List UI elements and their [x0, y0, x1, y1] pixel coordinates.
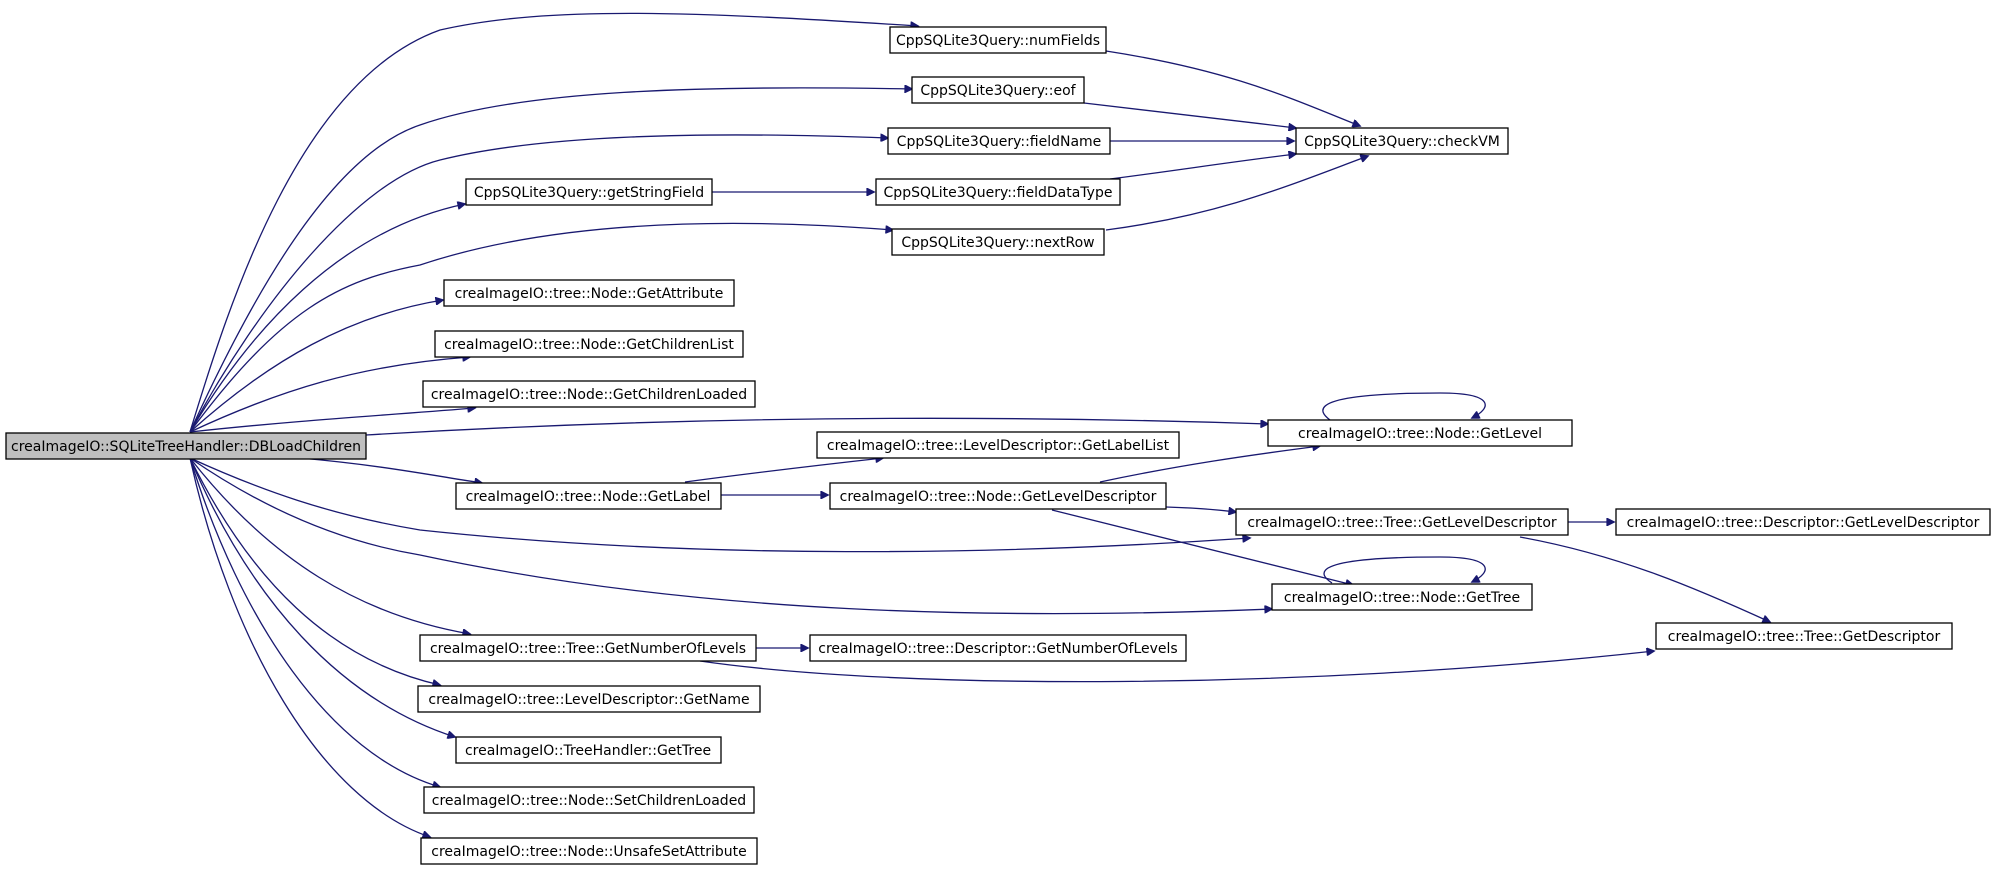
- node-getstringfield[interactable]: CppSQLite3Query::getStringField: [465, 178, 713, 206]
- edge-nodegetleveldescriptor-treegetleveldescriptor: [1165, 506, 1236, 512]
- node-numfields-label: CppSQLite3Query::numFields: [896, 33, 1100, 49]
- node-getlabel[interactable]: creaImageIO::tree::Node::GetLabel: [455, 482, 722, 510]
- node-descgetnumberoflevels-label: creaImageIO::tree::Descriptor::GetNumber…: [818, 641, 1177, 657]
- edge-root-eof: [189, 88, 912, 433]
- node-unsafesetattribute-label: creaImageIO::tree::Node::UnsafeSetAttrib…: [431, 844, 746, 860]
- edge-getlabel-getlabellist: [684, 458, 883, 483]
- node-checkvm[interactable]: CppSQLite3Query::checkVM: [1295, 127, 1509, 155]
- node-unsafesetattribute[interactable]: creaImageIO::tree::Node::UnsafeSetAttrib…: [420, 837, 758, 865]
- edge-root-getstringfield: [189, 204, 465, 433]
- edge-treegetnumberoflevels-getdescriptor: [699, 651, 1654, 683]
- node-setchildrenloaded-label: creaImageIO::tree::Node::SetChildrenLoad…: [432, 793, 746, 809]
- node-treegetleveldescriptor-label: creaImageIO::tree::Tree::GetLevelDescrip…: [1247, 515, 1557, 531]
- node-treegetnumberoflevels-label: creaImageIO::tree::Tree::GetNumberOfLeve…: [430, 641, 746, 657]
- edge-root-unsafesetattribute: [189, 457, 430, 837]
- node-nextrow-label: CppSQLite3Query::nextRow: [901, 235, 1094, 251]
- node-getchildrenloaded[interactable]: creaImageIO::tree::Node::GetChildrenLoad…: [422, 380, 756, 408]
- node-getname-label: creaImageIO::tree::LevelDescriptor::GetN…: [428, 692, 749, 708]
- edge-root-fieldname: [189, 135, 888, 433]
- node-fielddatatype-label: CppSQLite3Query::fieldDataType: [884, 185, 1113, 201]
- edge-root-gettree: [189, 457, 1272, 615]
- node-getlevel[interactable]: creaImageIO::tree::Node::GetLevel: [1267, 419, 1573, 447]
- node-getstringfield-label: CppSQLite3Query::getStringField: [474, 185, 704, 201]
- node-gettree[interactable]: creaImageIO::tree::Node::GetTree: [1271, 583, 1533, 611]
- node-nextrow[interactable]: CppSQLite3Query::nextRow: [891, 228, 1105, 256]
- edge-root-getlabel: [299, 457, 482, 483]
- nodes-layer: creaImageIO::SQLiteTreeHandler::DBLoadCh…: [5, 26, 1991, 865]
- node-nodegetleveldescriptor[interactable]: creaImageIO::tree::Node::GetLevelDescrip…: [829, 482, 1167, 510]
- node-descgetnumberoflevels[interactable]: creaImageIO::tree::Descriptor::GetNumber…: [809, 634, 1187, 662]
- node-getlabellist-label: creaImageIO::tree::LevelDescriptor::GetL…: [827, 438, 1170, 454]
- edge-root-getlevel: [365, 417, 1268, 436]
- node-treegetleveldescriptor[interactable]: creaImageIO::tree::Tree::GetLevelDescrip…: [1235, 508, 1569, 536]
- edge-root-numfields: [189, 12, 918, 433]
- node-eof-label: CppSQLite3Query::eof: [920, 83, 1076, 99]
- node-treegetnumberoflevels[interactable]: creaImageIO::tree::Tree::GetNumberOfLeve…: [419, 634, 757, 662]
- edge-root-setchildrenloaded: [189, 457, 440, 787]
- node-getdescriptor-label: creaImageIO::tree::Tree::GetDescriptor: [1668, 629, 1941, 645]
- node-treehandlergettree-label: creaImageIO::TreeHandler::GetTree: [465, 743, 711, 759]
- node-descgetleveldescriptor-label: creaImageIO::tree::Descriptor::GetLevelD…: [1627, 515, 1980, 531]
- node-root-label: creaImageIO::SQLiteTreeHandler::DBLoadCh…: [11, 439, 361, 455]
- edge-eof-checkvm: [1083, 102, 1296, 128]
- node-setchildrenloaded[interactable]: creaImageIO::tree::Node::SetChildrenLoad…: [423, 786, 755, 814]
- node-root[interactable]: creaImageIO::SQLiteTreeHandler::DBLoadCh…: [5, 432, 367, 460]
- node-getchildrenlist-label: creaImageIO::tree::Node::GetChildrenList: [444, 337, 734, 353]
- node-getchildrenlist[interactable]: creaImageIO::tree::Node::GetChildrenList: [434, 330, 744, 358]
- edge-gettree-self: [1323, 556, 1486, 584]
- node-nodegetleveldescriptor-label: creaImageIO::tree::Node::GetLevelDescrip…: [840, 489, 1157, 505]
- edge-root-treegetnumberoflevels: [189, 457, 470, 634]
- edge-root-getchildrenloaded: [189, 408, 475, 433]
- node-getlabellist[interactable]: creaImageIO::tree::LevelDescriptor::GetL…: [816, 431, 1180, 459]
- edge-numfields-checkvm: [1105, 50, 1360, 126]
- node-getattribute-label: creaImageIO::tree::Node::GetAttribute: [455, 286, 724, 302]
- node-getlabel-label: creaImageIO::tree::Node::GetLabel: [466, 489, 711, 505]
- edges-layer: [189, 12, 1770, 837]
- node-numfields[interactable]: CppSQLite3Query::numFields: [889, 26, 1107, 54]
- edge-root-treehandlergettree: [189, 457, 455, 737]
- edge-root-nextrow: [189, 222, 893, 433]
- edge-root-getname: [189, 457, 440, 685]
- node-getlevel-label: creaImageIO::tree::Node::GetLevel: [1298, 426, 1542, 442]
- edge-nodegetleveldescriptor-gettree: [1051, 509, 1353, 585]
- edge-fielddatatype-checkvm: [1109, 154, 1296, 180]
- edge-root-getattribute: [189, 300, 443, 433]
- edge-nodegetleveldescriptor-getlevel: [1099, 446, 1320, 483]
- edge-treegetleveldescriptor-getdescriptor: [1519, 536, 1770, 622]
- edge-getlevel-self: [1322, 392, 1486, 421]
- node-treehandlergettree[interactable]: creaImageIO::TreeHandler::GetTree: [455, 736, 722, 764]
- edge-root-treegetleveldescriptor: [189, 457, 1250, 553]
- node-getattribute[interactable]: creaImageIO::tree::Node::GetAttribute: [443, 279, 735, 307]
- node-descgetleveldescriptor[interactable]: creaImageIO::tree::Descriptor::GetLevelD…: [1615, 508, 1991, 536]
- node-getname[interactable]: creaImageIO::tree::LevelDescriptor::GetN…: [417, 685, 761, 713]
- node-fieldname-label: CppSQLite3Query::fieldName: [897, 134, 1102, 150]
- node-gettree-label: creaImageIO::tree::Node::GetTree: [1284, 590, 1520, 606]
- node-fieldname[interactable]: CppSQLite3Query::fieldName: [887, 127, 1111, 155]
- node-getdescriptor[interactable]: creaImageIO::tree::Tree::GetDescriptor: [1655, 622, 1953, 650]
- edge-nextrow-checkvm: [1105, 156, 1368, 231]
- node-checkvm-label: CppSQLite3Query::checkVM: [1304, 134, 1500, 150]
- edge-root-getchildrenlist: [189, 357, 470, 433]
- node-fielddatatype[interactable]: CppSQLite3Query::fieldDataType: [875, 178, 1121, 206]
- node-eof[interactable]: CppSQLite3Query::eof: [911, 76, 1085, 104]
- node-getchildrenloaded-label: creaImageIO::tree::Node::GetChildrenLoad…: [431, 387, 747, 403]
